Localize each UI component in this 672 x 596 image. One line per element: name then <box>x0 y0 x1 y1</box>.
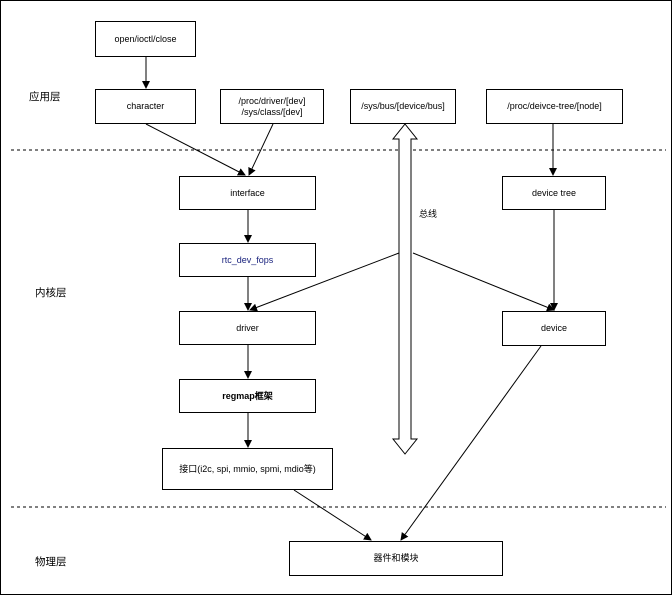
regmap-text: regmap框架 <box>222 390 273 401</box>
hardware-text: 器件和模块 <box>373 553 419 563</box>
arrow-character-to-interface <box>145 123 246 176</box>
regmap-box: regmap框架 <box>179 379 316 413</box>
character-box: character <box>95 89 196 124</box>
proc-device-tree-text: /proc/deivce-tree/[node] <box>507 101 602 111</box>
layer-label-kernel: 内核层 <box>35 287 67 299</box>
driver-text: driver <box>236 322 259 333</box>
proc-driver-text: /proc/driver/[dev] /sys/class/[dev] <box>238 95 306 117</box>
layer-label-app: 应用层 <box>29 91 61 103</box>
sys-bus-box: /sys/bus/[device/bus] <box>350 89 456 124</box>
rtc-dev-fops-text: rtc_dev_fops <box>221 254 274 265</box>
arrow-device-to-hardware <box>400 345 542 541</box>
driver-box: driver <box>179 311 316 345</box>
open-ioctl-close-box: open/ioctl/close <box>95 21 196 57</box>
character-text: character <box>126 101 165 111</box>
layer-label-physical: 物理层 <box>35 556 67 568</box>
proc-driver-box: /proc/driver/[dev] /sys/class/[dev] <box>220 89 324 124</box>
open-ioctl-close-text: open/ioctl/close <box>114 33 177 44</box>
device-tree-box: device tree <box>502 176 606 210</box>
interface-bus-box: 接口(i2c, spi, mmio, spmi, mdio等) <box>162 448 333 490</box>
sys-bus-text: /sys/bus/[device/bus] <box>361 101 445 111</box>
hardware-box: 器件和模块 <box>289 541 503 576</box>
device-text: device <box>540 323 567 333</box>
device-tree-text: device tree <box>531 187 577 198</box>
bus-double-arrow <box>391 123 419 455</box>
device-box: device <box>502 311 606 346</box>
interface-text: interface <box>230 187 265 198</box>
interface-bus-text: 接口(i2c, spi, mmio, spmi, mdio等) <box>179 463 316 474</box>
arrow-bus-to-device <box>412 252 555 312</box>
bus-label: 总线 <box>419 210 438 220</box>
arrow-interface-bus-to-hardware <box>293 489 372 541</box>
arrow-bus-to-driver <box>249 252 400 312</box>
proc-device-tree-box: /proc/deivce-tree/[node] <box>486 89 623 124</box>
interface-box: interface <box>179 176 316 210</box>
arrow-procdriver-to-interface <box>248 123 274 176</box>
rtc-dev-fops-box: rtc_dev_fops <box>179 243 316 277</box>
